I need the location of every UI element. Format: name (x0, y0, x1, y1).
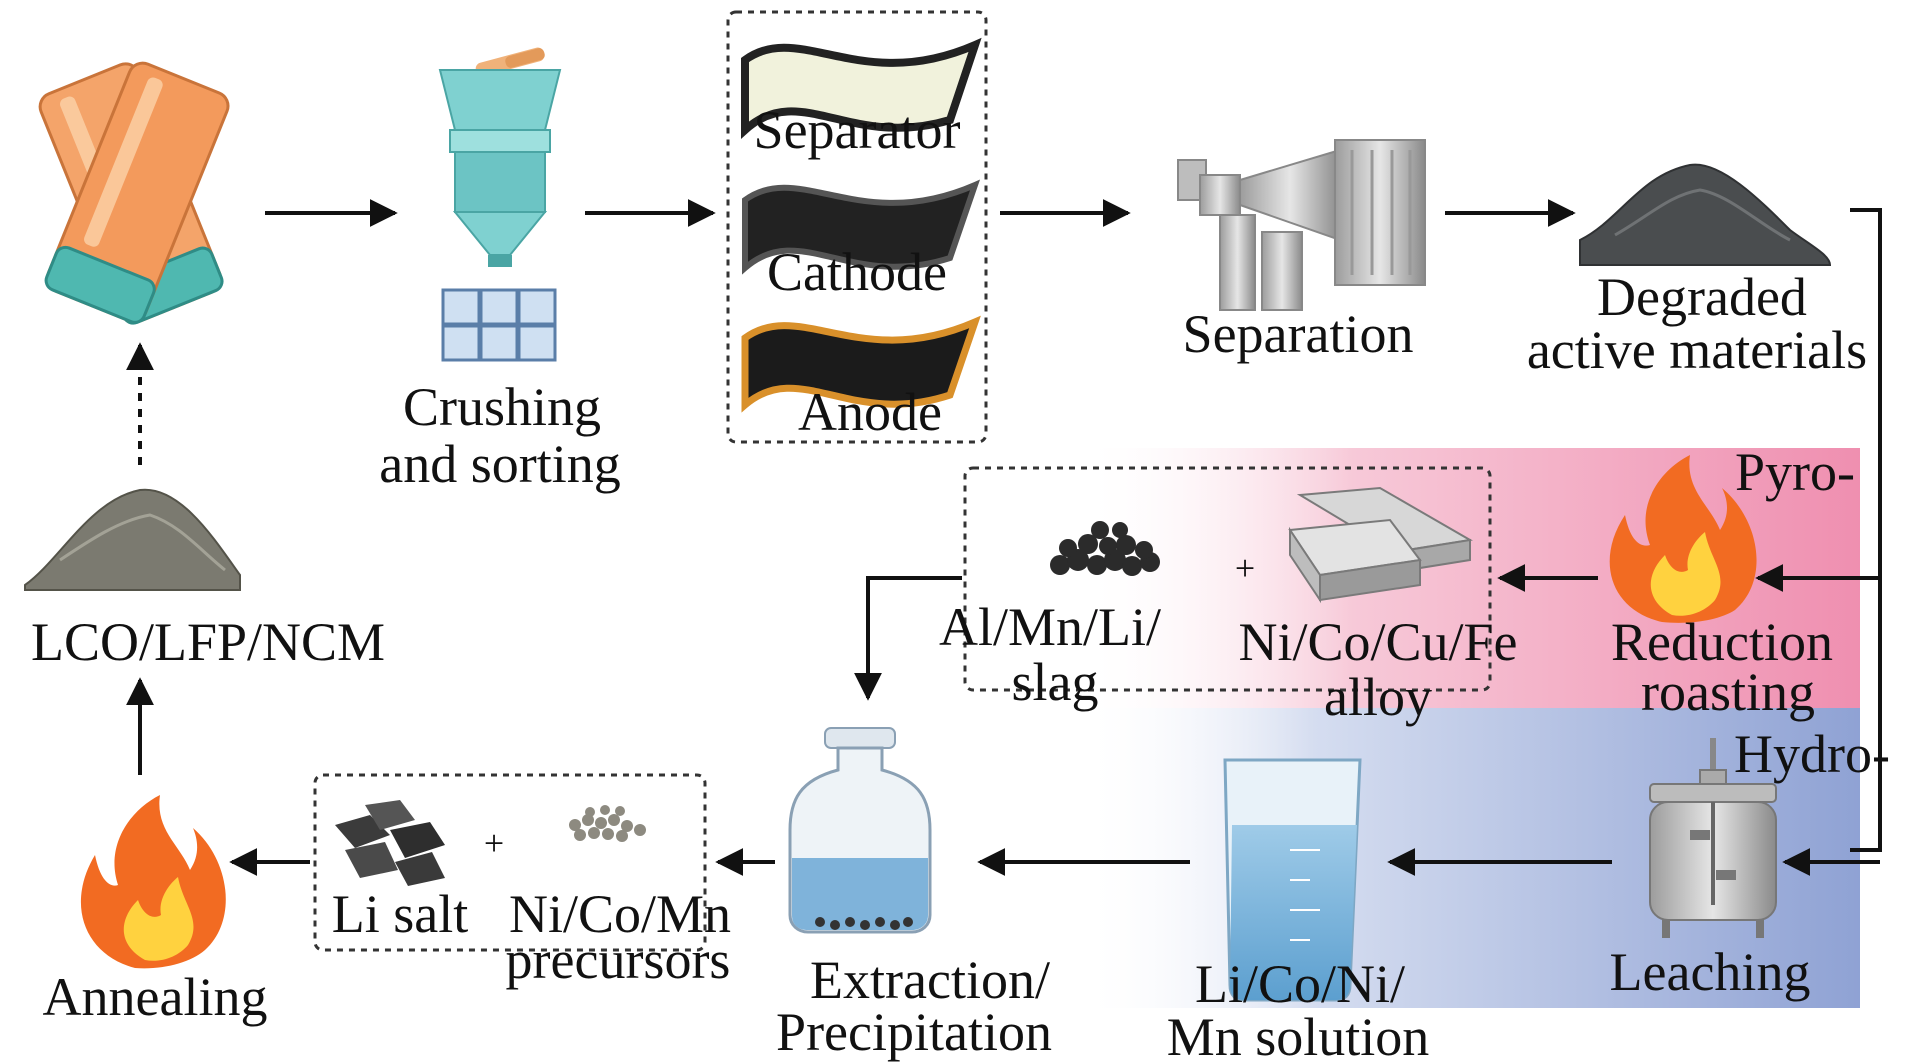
label-hydro: Hydro- (1734, 724, 1890, 784)
label-reduction-line2: roasting (1641, 662, 1815, 722)
pyro-products-dashed-box (963, 466, 1492, 692)
precursor-beads-icon (569, 805, 646, 842)
label-degraded-line2: active materials (1527, 320, 1867, 380)
leaching-reactor-icon (1649, 738, 1777, 938)
label-leaching: Leaching (1610, 942, 1811, 1002)
flame-icon (1609, 455, 1757, 623)
beaker-icon (1223, 758, 1362, 1002)
label-annealing: Annealing (43, 967, 268, 1027)
label-extraction-line1: Extraction/ (810, 950, 1050, 1010)
label-solution-line1: Li/Co/Ni/ (1195, 954, 1405, 1014)
separator-machine-icon (1177, 139, 1426, 311)
label-extraction-line2: Precipitation (776, 1002, 1052, 1062)
label-separator: Separator (754, 100, 961, 160)
powder-pile-icon (59, 513, 226, 572)
label-crushing-line2: and sorting (379, 434, 620, 494)
label-li-salt: Li salt (332, 884, 468, 944)
flow-arrows (126, 199, 1882, 876)
label-alloy-line1: Ni/Co/Cu/Fe (1238, 612, 1517, 672)
crusher-icon (438, 47, 562, 362)
label-degraded-line1: Degraded (1597, 267, 1807, 327)
label-pyro: Pyro- (1735, 442, 1855, 502)
electrode-dashed-box (726, 10, 988, 444)
products-dashed-box (313, 773, 707, 952)
label-precursors-line1: Ni/Co/Mn (509, 884, 731, 944)
salt-cubes-icon (335, 800, 445, 886)
label-cathode-material: LCO/LFP/NCM (31, 612, 385, 672)
powder-pile-icon (24, 488, 241, 591)
flame-icon (80, 795, 226, 969)
label-precursors-line2: precursors (506, 930, 731, 990)
label-slag-line1: Al/Mn/Li/ (939, 597, 1161, 657)
label-solution-line2: Mn solution (1167, 1007, 1430, 1063)
label-separation: Separation (1183, 304, 1414, 364)
bottle-icon (788, 727, 932, 934)
label-cathode: Cathode (767, 242, 947, 302)
powder-pile-icon (1614, 188, 1791, 242)
label-reduction-line1: Reduction (1611, 612, 1833, 672)
battery-icon (38, 61, 230, 325)
plus-sign-pyro: + (1235, 548, 1255, 588)
plus-sign-products: + (484, 823, 504, 863)
label-slag-line2: slag (1012, 652, 1099, 712)
label-alloy-line2: alloy (1324, 667, 1432, 727)
slag-pellets-icon (1050, 521, 1160, 576)
label-crushing-line1: Crushing (403, 377, 601, 437)
powder-pile-icon (1579, 163, 1832, 266)
electrode-sheets-icon (741, 37, 982, 413)
label-anode: Anode (798, 382, 942, 442)
metal-ingot-icon (1288, 486, 1473, 604)
